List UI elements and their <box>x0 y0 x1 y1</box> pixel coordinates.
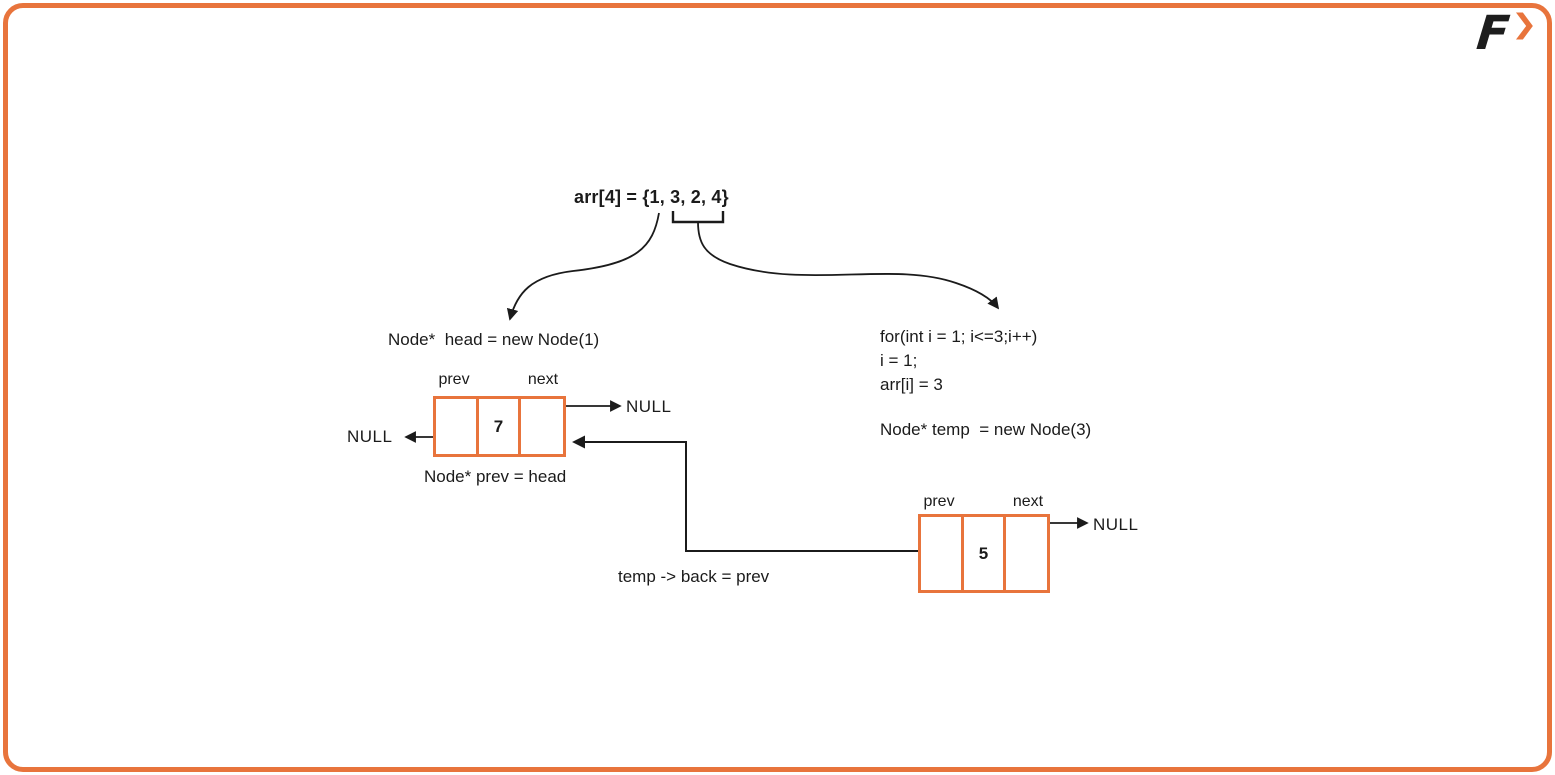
code-line-1: for(int i = 1; i<=3;i++) <box>880 327 1038 346</box>
temp-node-value-cell: 5 <box>961 517 1006 590</box>
temp-back-to-head-arrow <box>572 435 918 552</box>
head-node-next-cell <box>521 399 563 454</box>
prev-assignment: Node* prev = head <box>424 467 567 486</box>
head-next-null-label: NULL <box>626 397 672 416</box>
code-line-3: arr[i] = 3 <box>880 375 943 394</box>
temp-next-null-label: NULL <box>1093 515 1139 534</box>
temp-node-prev-cell <box>921 517 961 590</box>
curve-to-head-arrow <box>506 212 660 321</box>
head-node-prev-cell <box>436 399 476 454</box>
brand-logo: F ❯ <box>1474 6 1539 64</box>
array-subset-bracket <box>671 211 725 224</box>
head-prev-null-label: NULL <box>347 427 393 446</box>
logo-chevron-icon: ❯ <box>1511 9 1538 39</box>
head-node-value-cell: 7 <box>476 399 521 454</box>
temp-node-next-cell <box>1006 517 1047 590</box>
temp-node: 5 <box>918 514 1050 593</box>
temp-next-label: next <box>1012 493 1044 510</box>
head-prev-label: prev <box>438 371 470 388</box>
code-line-2: i = 1; <box>880 351 918 370</box>
loop-code-block: for(int i = 1; i<=3;i++) i = 1; arr[i] =… <box>880 325 1037 397</box>
temp-prev-label: prev <box>923 493 955 510</box>
temp-back-pointer-label: temp -> back = prev <box>618 567 770 586</box>
head-declaration: Node* head = new Node(1) <box>388 330 600 349</box>
head-next-label: next <box>527 371 559 388</box>
temp-declaration: Node* temp = new Node(3) <box>880 420 1092 439</box>
head-node: 7 <box>433 396 566 457</box>
array-title: arr[4] = {1, 3, 2, 4} <box>574 187 729 207</box>
curve-to-loop-arrow <box>697 221 1000 310</box>
